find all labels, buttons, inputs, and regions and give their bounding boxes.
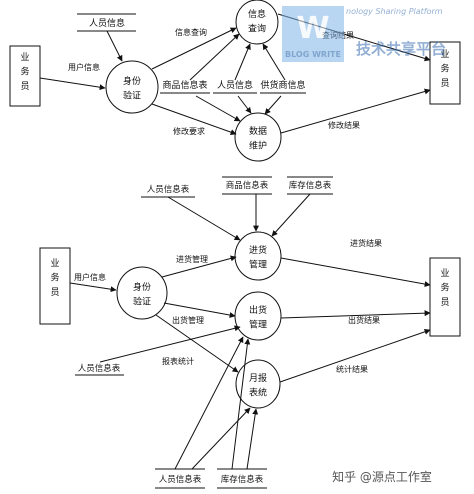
process-query: 信息查询	[235, 0, 279, 45]
flow-person-to-query	[234, 43, 251, 81]
process-stock-out: 出货管理	[234, 291, 282, 341]
store-person-mid-1: 人员信息	[213, 79, 257, 94]
store-goods-1: 商品信息表	[160, 79, 210, 94]
process-report: 月报表统	[235, 359, 281, 409]
entity-salesperson-right-1: 业务员	[429, 41, 461, 105]
store-label: 库存信息表	[221, 474, 264, 485]
store-label: 人员信息表	[159, 474, 202, 485]
process-label: 数据维护	[249, 125, 267, 151]
store-person-left-2: 人员信息表	[75, 363, 124, 376]
flow-inventory-bottom-to-report	[246, 408, 259, 470]
watermark-blog: W BLOG WRITE nology Sharing Platform 技术共…	[282, 6, 446, 62]
flow-supplier-to-maintain	[264, 95, 282, 115]
flow-label: 出货管理	[172, 315, 204, 325]
flow-goods-to-query	[189, 33, 240, 81]
flow-info-query	[151, 27, 237, 70]
flow-in-result	[280, 257, 431, 287]
process-stock-in: 进货管理	[234, 231, 282, 281]
process-label: 身份验证	[123, 75, 141, 101]
flow-out-result	[280, 310, 431, 319]
flow-report-stat	[155, 314, 239, 373]
flow-modify-req	[151, 103, 237, 136]
store-person-top-2: 人员信息表	[141, 184, 195, 198]
watermark-cn: 技术共享平台	[356, 40, 446, 58]
entity-label: 业务员	[20, 52, 29, 92]
flow-person-left-to-out	[99, 325, 241, 363]
flow-person-to-stock-in	[167, 196, 241, 241]
flow-person-to-maintain	[237, 95, 252, 114]
process-maintain: 数据维护	[234, 112, 282, 162]
flow-inventory-bottom-to-out	[231, 338, 251, 470]
flow-person-bottom-to-out	[174, 336, 244, 470]
store-label: 人员信息	[217, 79, 253, 91]
process-auth-1: 身份验证	[105, 60, 159, 114]
entity-salesperson-left-2: 业务员	[39, 247, 71, 325]
watermark-brand: BLOG WRITE	[285, 50, 341, 59]
flow-in-mgmt	[161, 255, 237, 278]
store-person-top-1: 人员信息	[77, 13, 136, 32]
flow-label: 修改要求	[173, 126, 205, 136]
diagram-1: 业务员 业务员 身份验证 信息查询 数据维护 人员信息 商品信息表	[9, 0, 461, 162]
store-goods-2: 商品信息表	[222, 176, 272, 195]
flow-label: 报表统计	[162, 356, 194, 366]
store-label: 商品信息表	[226, 180, 269, 191]
flow-out-mgmt	[163, 302, 236, 318]
store-label: 人员信息	[89, 17, 125, 29]
flow-goods-to-maintain	[195, 95, 241, 122]
flow-person-bottom-to-report	[191, 407, 251, 470]
flow-label: 信息查询	[175, 27, 207, 37]
process-auth-2: 身份验证	[116, 266, 168, 320]
process-label: 月报表统	[249, 372, 267, 398]
flow-label: 出货结果	[348, 315, 380, 325]
store-inventory-bottom-2: 库存信息表	[217, 468, 267, 489]
diagram-2: 业务员 业务员 身份验证 进货管理 出货管理 月报表统 人员信息表	[39, 176, 461, 489]
flow-label: 进货管理	[176, 254, 208, 264]
flow-inventory-to-stock-in	[271, 193, 311, 237]
flow-label: 用户信息	[74, 272, 106, 282]
store-label: 商品信息表	[162, 79, 207, 91]
store-label: 人员信息表	[78, 363, 121, 374]
process-label: 进货管理	[249, 244, 267, 270]
flow-stat-result	[279, 328, 431, 383]
flow-user-info-1	[39, 77, 106, 91]
watermark-tagline: nology Sharing Platform	[346, 7, 443, 16]
store-person-bottom-2: 人员信息表	[155, 468, 205, 489]
flow-supplier-to-query	[262, 43, 286, 81]
entity-label: 业务员	[440, 268, 449, 308]
store-label: 人员信息表	[147, 184, 190, 195]
entity-salesperson-left-1: 业务员	[9, 45, 41, 107]
flow-person-to-auth	[106, 30, 123, 62]
store-supplier-1: 供货商信息	[260, 79, 306, 94]
flow-label: 统计结果	[336, 364, 368, 374]
store-label: 库存信息表	[289, 180, 332, 191]
store-inventory-top-2: 库存信息表	[287, 176, 333, 195]
flow-label: 用户信息	[68, 62, 100, 72]
process-label: 信息查询	[248, 8, 266, 34]
flow-label: 进货结果	[350, 238, 382, 248]
svg-text:W: W	[296, 11, 329, 46]
watermark-zhihu: 知乎 @源点工作室	[332, 469, 432, 484]
entity-label: 业务员	[440, 49, 449, 89]
entity-label: 业务员	[50, 258, 59, 298]
entity-salesperson-right-2: 业务员	[429, 257, 461, 337]
flow-label: 修改结果	[328, 120, 360, 130]
flow-modify-result	[280, 88, 431, 134]
store-label: 供货商信息	[260, 79, 305, 91]
flow-user-info-2	[69, 282, 117, 293]
process-label: 身份验证	[133, 281, 151, 307]
process-label: 出货管理	[249, 304, 267, 330]
